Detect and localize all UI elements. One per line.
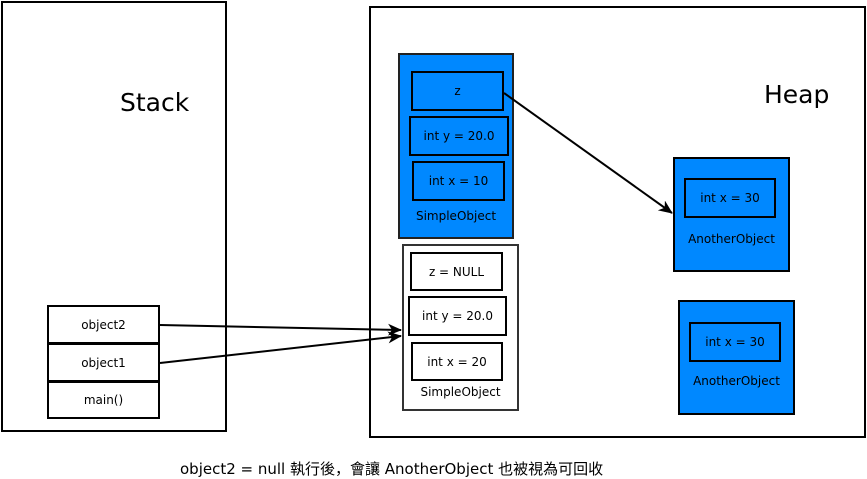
field-int-x: int x = 30 [684, 178, 776, 218]
stack-title: Stack [120, 88, 190, 117]
stack-frame-object2: object2 [47, 305, 160, 344]
field-z-null: z = NULL [410, 252, 503, 291]
stack-frame-object1: object1 [47, 343, 160, 382]
simple-object-2-label: SimpleObject [420, 385, 501, 399]
field-z: z [411, 71, 504, 111]
field-int-x: int x = 10 [412, 161, 505, 201]
field-int-y: int y = 20.0 [409, 116, 509, 156]
caption: object2 = null 執行後，會讓 AnotherObject 也被視為… [180, 460, 604, 478]
simple-object-1-label: SimpleObject [415, 209, 497, 223]
field-int-y: int y = 20.0 [408, 296, 507, 336]
stack-frame-main: main() [47, 381, 160, 419]
field-int-x: int x = 30 [689, 322, 781, 362]
another-object-2-label: AnotherObject [693, 374, 780, 388]
field-int-x: int x = 20 [411, 342, 503, 381]
heap-title: Heap [764, 80, 830, 109]
another-object-1-label: AnotherObject [688, 232, 775, 246]
